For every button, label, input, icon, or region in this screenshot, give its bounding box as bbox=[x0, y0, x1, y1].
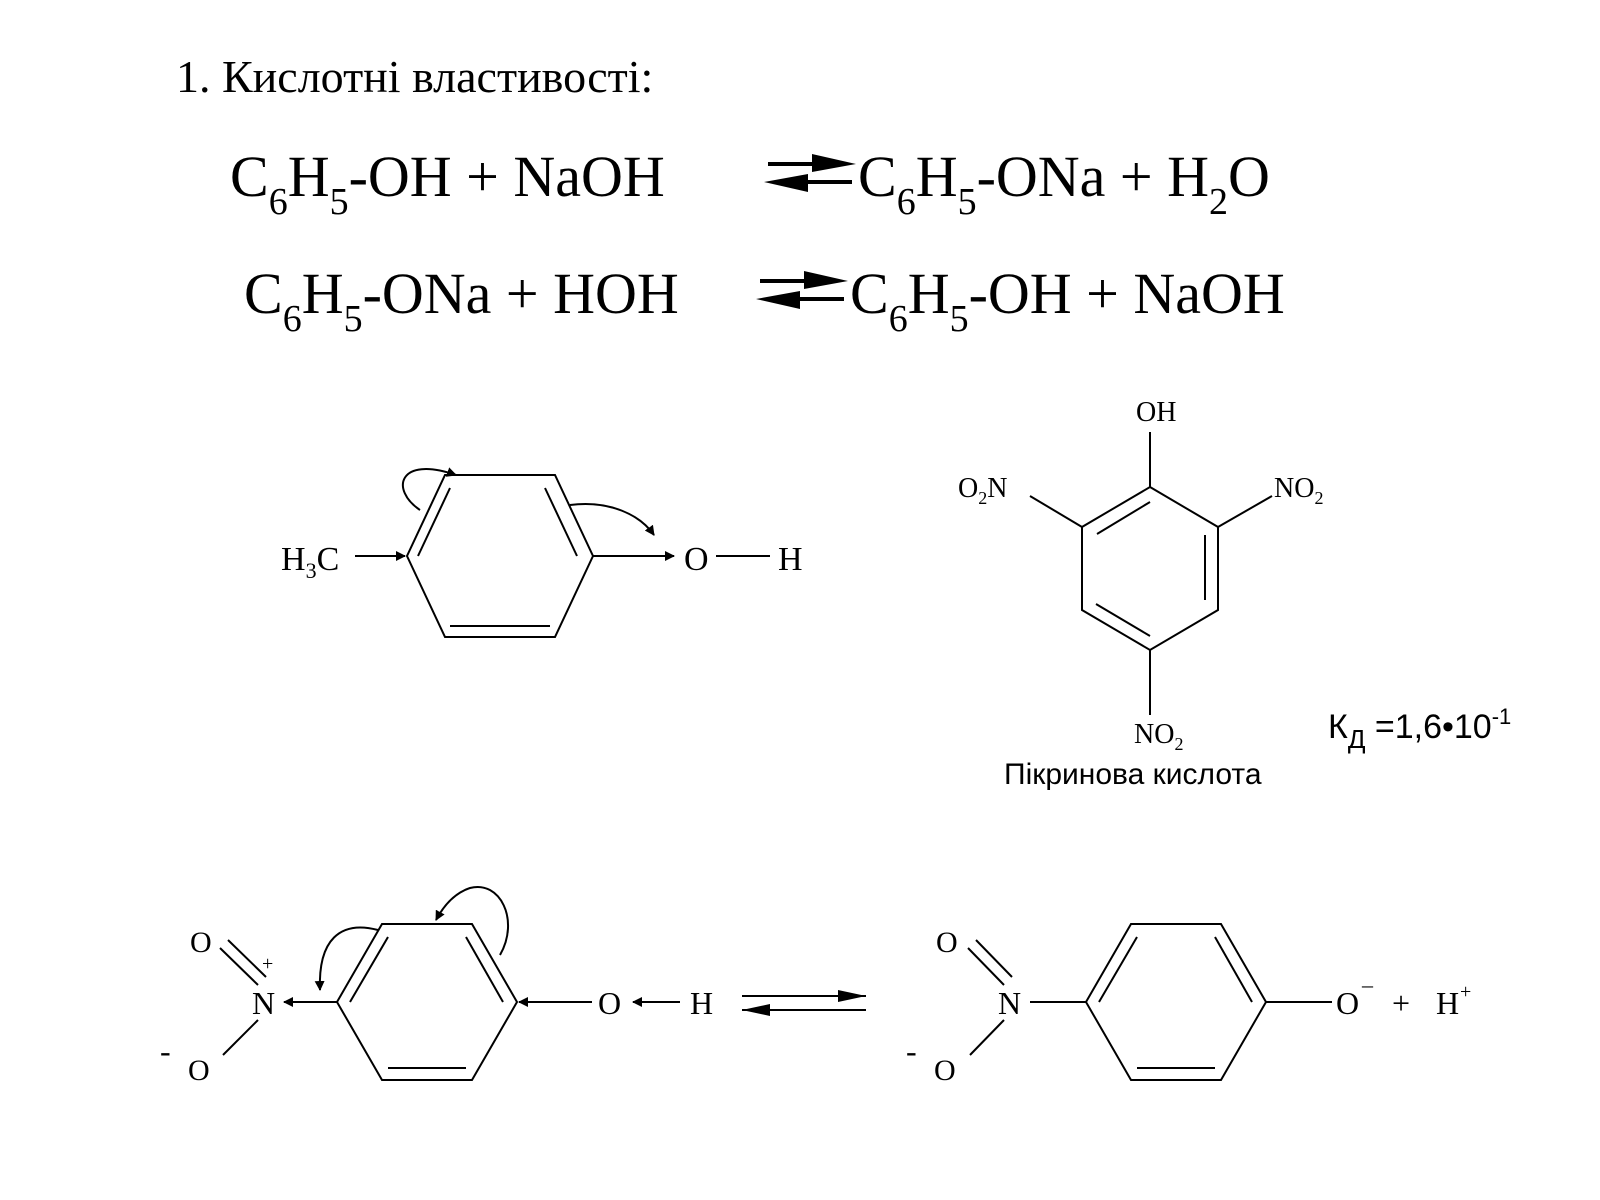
cresol-o-label: O bbox=[684, 541, 709, 578]
picric-o2n-label: O2N bbox=[958, 473, 1007, 508]
nitrophenolate-o-anion: O bbox=[1336, 985, 1359, 1021]
eq2r-c: C bbox=[850, 261, 889, 326]
cresol-h-label: H bbox=[778, 541, 803, 578]
equation-1-right: C6H5-ONa + H2O bbox=[858, 148, 1270, 222]
kd-sub: Д bbox=[1347, 724, 1366, 754]
nitrophenol-h: H bbox=[690, 985, 713, 1021]
kd-k: К bbox=[1328, 708, 1348, 746]
eq2-left-rest: -ONa + HOH bbox=[362, 261, 679, 326]
eq2-c: C bbox=[244, 261, 283, 326]
eq1r-h: H bbox=[915, 144, 958, 209]
kd-value: =1,6•10 bbox=[1365, 708, 1492, 746]
eq1-c-sub: 6 bbox=[268, 181, 288, 223]
eq2r-h-sub: 5 bbox=[949, 298, 969, 340]
eq1r-c-sub: 6 bbox=[896, 181, 916, 223]
eq1r-o: O bbox=[1228, 144, 1270, 209]
eq1-h: H bbox=[287, 144, 330, 209]
nitrophenol-n: N bbox=[252, 985, 275, 1021]
equation-1-left: C6H5-OH + NaOH bbox=[230, 148, 665, 222]
cresol-h3c-label: H3C bbox=[281, 541, 339, 583]
nitrophenol-o-hydroxyl: O bbox=[598, 985, 621, 1021]
section-heading: 1. Кислотні властивості: bbox=[176, 51, 654, 102]
equation-2-left: C6H5-ONa + HOH bbox=[244, 265, 679, 339]
nitrophenolate-minus: - bbox=[906, 1033, 917, 1069]
curved-arrow-icon bbox=[402, 467, 457, 511]
picric-acid-caption: Пікринова кислота bbox=[1004, 758, 1262, 791]
picric-acid-structure bbox=[1029, 432, 1273, 715]
nitrophenolate-n: N bbox=[998, 985, 1021, 1021]
curved-arrow-icon bbox=[569, 503, 655, 536]
eq2-h-sub: 5 bbox=[343, 298, 363, 340]
nitrophenolate-o-bottom: O bbox=[934, 1054, 956, 1087]
plus-sign: + bbox=[1392, 985, 1410, 1021]
equilibrium-arrow-icon bbox=[742, 990, 866, 1016]
eq2r-rest: -OH + NaOH bbox=[968, 261, 1285, 326]
nitrophenol-ring bbox=[335, 923, 519, 1081]
cresol-structure bbox=[355, 467, 770, 638]
cresol-ring bbox=[405, 474, 595, 638]
picric-ring bbox=[1081, 485, 1219, 652]
eq1-c: C bbox=[230, 144, 269, 209]
eq2-c-sub: 6 bbox=[282, 298, 302, 340]
nitrophenolate-o-top: O bbox=[936, 926, 958, 959]
nitrophenol-o-top: O bbox=[190, 926, 212, 959]
eq1-left-rest: -OH + NaOH bbox=[348, 144, 665, 209]
nitrophenolate-o-anion-charge: – bbox=[1361, 972, 1374, 997]
picric-oh-label: OH bbox=[1136, 397, 1176, 428]
nitrophenolate-structure bbox=[967, 923, 1332, 1081]
eq1r-h-sub: 5 bbox=[957, 181, 977, 223]
equilibrium-arrow-icon bbox=[756, 271, 848, 309]
kd-exponent: -1 bbox=[1491, 704, 1512, 729]
nitrophenolate-ring bbox=[1084, 923, 1268, 1081]
equation-2-right: C6H5-OH + NaOH bbox=[850, 265, 1285, 339]
eq1r-c: C bbox=[858, 144, 897, 209]
nitrophenol-structure bbox=[219, 885, 680, 1081]
nitrophenol-plus: + bbox=[262, 953, 273, 975]
eq2r-c-sub: 6 bbox=[888, 298, 908, 340]
equilibrium-arrow-icon bbox=[764, 154, 856, 192]
picric-no2-right-label: NO2 bbox=[1274, 473, 1323, 508]
eq1r-mid: -ONa + H bbox=[976, 144, 1210, 209]
curved-arrow-icon bbox=[435, 885, 510, 956]
eq1-h-sub: 5 bbox=[329, 181, 349, 223]
eq2-h: H bbox=[301, 261, 344, 326]
dissociation-constant: КД =1,6•10-1 bbox=[1328, 704, 1511, 755]
curved-arrow-icon bbox=[314, 926, 379, 991]
nitrophenol-o-bottom: O bbox=[188, 1054, 210, 1087]
eq1r-h2-sub: 2 bbox=[1209, 181, 1229, 223]
nitrophenol-minus: - bbox=[160, 1033, 171, 1069]
eq2r-h: H bbox=[907, 261, 950, 326]
picric-no2-bottom-label: NO2 bbox=[1134, 719, 1183, 754]
proton-charge: + bbox=[1460, 981, 1471, 1003]
proton-h: H bbox=[1436, 985, 1459, 1021]
